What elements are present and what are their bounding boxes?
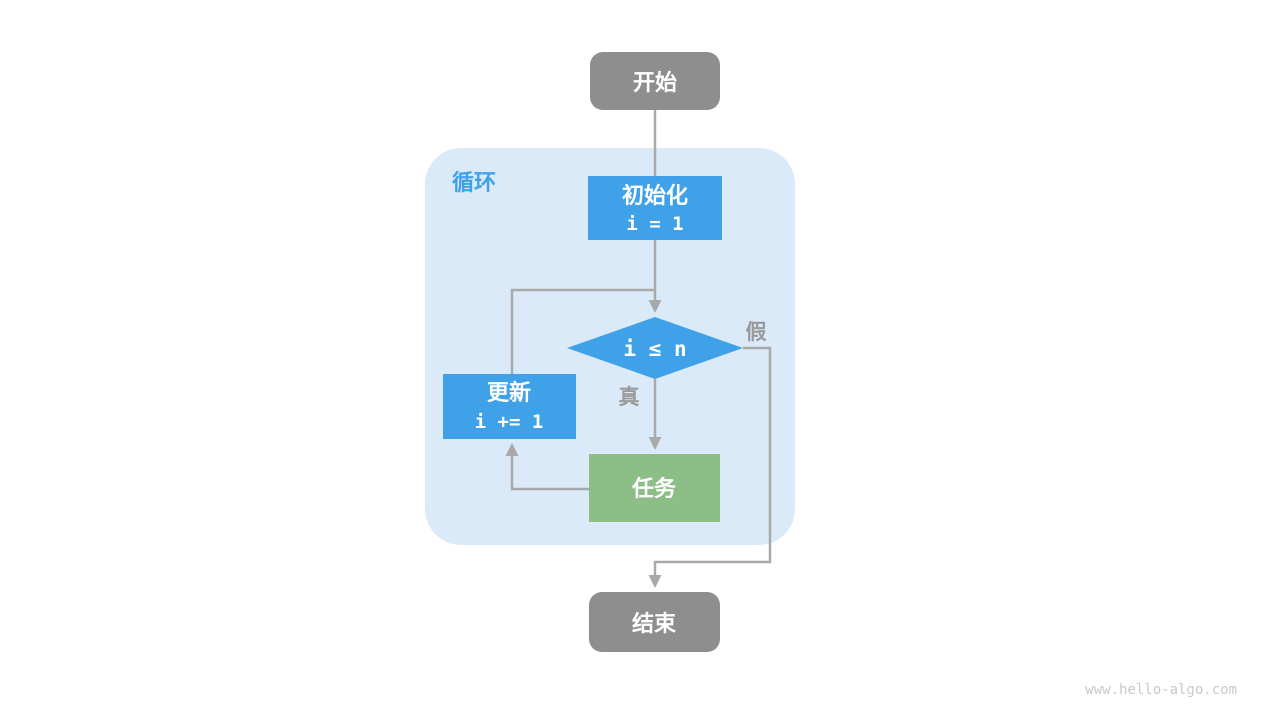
start-node-shape bbox=[590, 52, 720, 110]
edge-condition-false-to-end bbox=[648, 346, 772, 588]
false-branch-label: 假 bbox=[746, 320, 767, 344]
true-branch-label: 真 bbox=[619, 385, 640, 409]
node-end: 结束 bbox=[589, 592, 720, 652]
watermark-text: www.hello-algo.com bbox=[1085, 682, 1237, 698]
node-condition: i ≤ n bbox=[567, 317, 743, 379]
task-node-shape bbox=[589, 454, 720, 522]
condition-node-shape bbox=[567, 317, 743, 379]
task-node-label: 任务 bbox=[631, 476, 677, 502]
edge-update-loopback bbox=[510, 288, 654, 374]
condition-node-code: i ≤ n bbox=[623, 337, 686, 361]
node-update: 更新 i += 1 bbox=[443, 374, 576, 439]
start-node-label: 开始 bbox=[633, 70, 677, 96]
node-task: 任务 bbox=[589, 454, 720, 522]
node-init: 初始化 i = 1 bbox=[588, 176, 722, 240]
update-node-shape bbox=[443, 374, 576, 439]
end-node-label: 结束 bbox=[632, 611, 677, 637]
init-node-shape bbox=[588, 176, 722, 240]
init-node-label: 初始化 bbox=[622, 183, 688, 209]
node-start: 开始 bbox=[590, 52, 720, 110]
edge-task-to-update bbox=[505, 443, 589, 491]
update-node-code: i += 1 bbox=[475, 411, 544, 433]
init-node-code: i = 1 bbox=[626, 213, 683, 235]
loop-label: 循环 bbox=[452, 170, 496, 196]
update-node-label: 更新 bbox=[487, 380, 531, 406]
end-node-shape bbox=[589, 592, 720, 652]
